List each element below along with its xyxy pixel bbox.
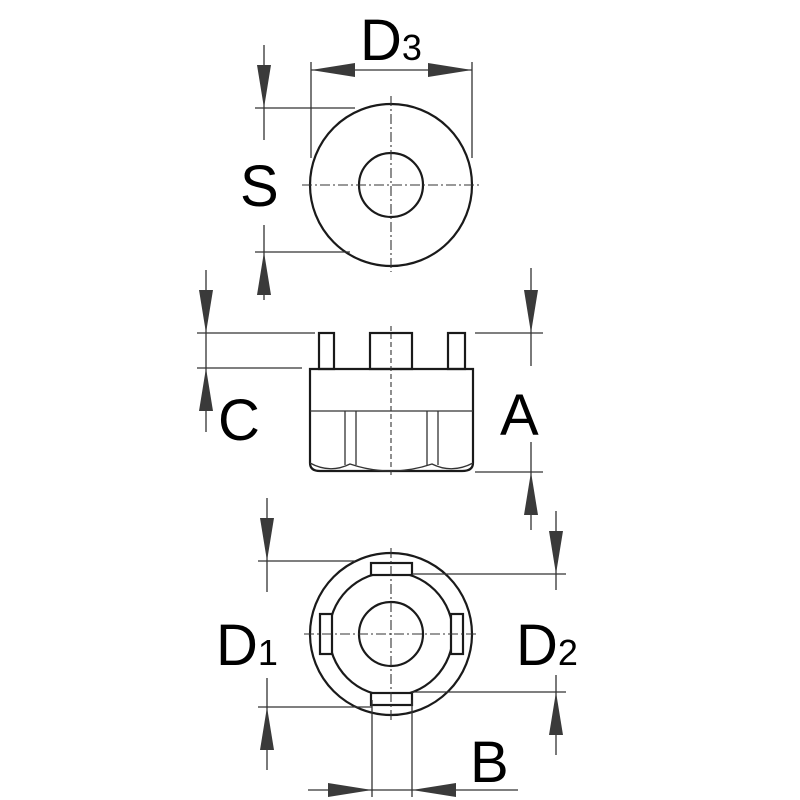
- dimension-b: B: [308, 700, 518, 797]
- label-b: B: [470, 730, 509, 795]
- label-c: C: [218, 388, 260, 453]
- dimension-d2: D2: [412, 511, 578, 755]
- dimension-d3: D3: [310, 8, 473, 158]
- dimension-d1: D1: [216, 498, 372, 770]
- label-d3: D3: [360, 8, 422, 73]
- dimension-s: S: [240, 45, 355, 300]
- label-a: A: [500, 383, 539, 448]
- dimension-c: C: [197, 270, 315, 453]
- label-s: S: [240, 154, 279, 219]
- side-view-nut: [308, 326, 475, 475]
- bottom-view-slots: [304, 548, 478, 722]
- label-d1: D1: [216, 613, 278, 678]
- dimension-a: A: [475, 268, 543, 530]
- label-d2: D2: [516, 613, 578, 678]
- top-view-hex: [302, 96, 480, 272]
